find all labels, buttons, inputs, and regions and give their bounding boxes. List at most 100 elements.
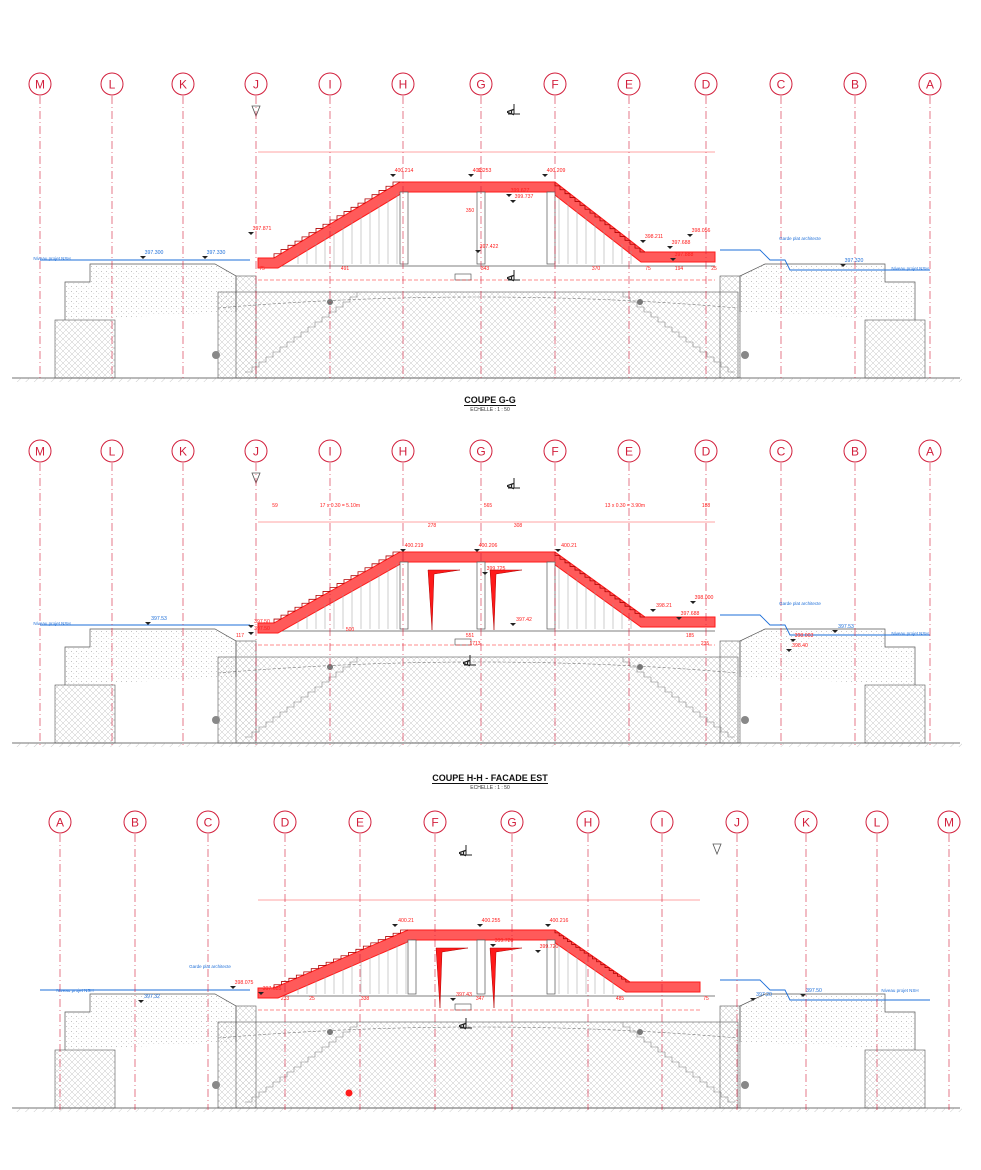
axis-label-c: C xyxy=(204,816,213,830)
axis-bubble-f xyxy=(423,810,447,834)
axis-label-a: A xyxy=(926,445,934,459)
dimension-label: 75 xyxy=(703,996,709,1002)
level-marker xyxy=(140,256,146,259)
axis-label-i: I xyxy=(328,445,331,459)
level-label: 397.42 xyxy=(516,617,532,623)
level-marker xyxy=(506,194,512,197)
dimension-label: 1713 xyxy=(469,641,480,647)
cut-arrow-bottom xyxy=(508,270,520,281)
axis-label-d: D xyxy=(702,78,711,92)
right-terrace xyxy=(739,628,916,685)
axis-label-e: E xyxy=(625,445,633,459)
level-label: 399.627 xyxy=(511,188,530,194)
level-marker xyxy=(687,234,693,237)
dimension-label: 565 xyxy=(484,503,493,509)
axis-bubble-h xyxy=(391,72,415,96)
level-marker xyxy=(390,174,396,177)
axis-label-m: M xyxy=(35,445,45,459)
level-marker xyxy=(482,572,488,575)
axis-label-a: A xyxy=(56,816,64,830)
level-marker xyxy=(555,549,561,552)
note-label: Garde plat architecte xyxy=(779,601,821,606)
axis-bubble-c xyxy=(769,72,793,96)
axis-bubble-a xyxy=(48,810,72,834)
axis-label-j: J xyxy=(253,445,259,459)
axis-bubble-k xyxy=(171,72,195,96)
axis-label-h: H xyxy=(399,445,408,459)
slab-curve xyxy=(217,661,739,674)
foundation-slab xyxy=(217,656,739,744)
note-label: Niveau projet NSH xyxy=(33,256,70,261)
column-left xyxy=(407,939,417,995)
axis-label-d: D xyxy=(281,816,290,830)
axis-label-e: E xyxy=(356,816,364,830)
axis-label-c: C xyxy=(777,78,786,92)
axis-bubble-g xyxy=(469,72,493,96)
floor-vent xyxy=(454,1003,472,1011)
section-coupe-f-f xyxy=(12,104,962,382)
axis-bubble-e xyxy=(348,810,372,834)
dimension-label: 13 x 0.30 = 3.90m xyxy=(605,503,645,509)
slope-structure xyxy=(297,193,632,264)
axis-label-f: F xyxy=(431,816,438,830)
roof-steps xyxy=(273,929,630,988)
level-label: 397.330 xyxy=(207,250,226,256)
water-level-right xyxy=(720,249,930,271)
right-terrace xyxy=(739,263,916,320)
level-label: 397.53 xyxy=(838,624,854,630)
level-label: 397.688 xyxy=(672,240,691,246)
axis-bubble-d xyxy=(273,810,297,834)
axis-bubble-h xyxy=(576,810,600,834)
dimension-label: 25 xyxy=(711,266,717,272)
left-footing xyxy=(235,1005,257,1109)
level-marker xyxy=(248,625,254,628)
axis-label-g: G xyxy=(476,78,485,92)
section-title-h-h: COUPE H-H - FACADE EST xyxy=(432,773,548,784)
axis-bubble-e xyxy=(617,72,641,96)
red-bracket-1 xyxy=(489,569,523,631)
level-label: 397.53 xyxy=(151,616,167,622)
level-label: 397.422 xyxy=(480,244,499,250)
level-marker xyxy=(690,601,696,604)
level-label: 399.720 xyxy=(540,944,559,950)
axis-bubble-l xyxy=(865,810,889,834)
cut-arrow-top xyxy=(460,845,472,856)
axis-label-f: F xyxy=(551,78,558,92)
axis-label-d: D xyxy=(702,445,711,459)
dimension-label: 33 xyxy=(477,168,483,174)
axis-label-c: C xyxy=(777,445,786,459)
axis-label-f: F xyxy=(551,445,558,459)
section-coupe-g-g xyxy=(12,472,962,747)
roof-cut-slab xyxy=(257,551,716,634)
level-label: 397.50 xyxy=(254,619,270,625)
axis-bubble-c xyxy=(769,439,793,463)
axis-bubble-k xyxy=(171,439,195,463)
note-label: Garde plat architecte xyxy=(189,964,231,969)
view-marker xyxy=(251,472,261,485)
cut-arrow-top xyxy=(508,104,520,115)
left-footing xyxy=(235,640,257,744)
left-footing xyxy=(235,275,257,379)
dimension-label: 235 xyxy=(701,641,710,647)
left-stairs xyxy=(245,292,358,373)
axis-bubble-g xyxy=(469,439,493,463)
axis-label-b: B xyxy=(851,445,859,459)
level-label: 397.32 xyxy=(144,994,160,1000)
dimension-label: 25 xyxy=(309,996,315,1002)
note-label: Garde plat architecte xyxy=(779,236,821,241)
level-label: 397.888 xyxy=(675,252,694,258)
right-wall-base xyxy=(864,319,926,379)
floor-vent xyxy=(454,273,472,281)
axis-bubble-l xyxy=(100,72,124,96)
red-bracket-0 xyxy=(427,569,461,631)
section-title-g-g: COUPE G-G xyxy=(464,395,516,406)
note-label: Niveau projet NSH xyxy=(881,988,918,993)
axis-label-b: B xyxy=(131,816,139,830)
hinge-right xyxy=(741,1081,749,1089)
dimension-label: 551 xyxy=(466,633,475,639)
axis-label-m: M xyxy=(944,816,954,830)
level-marker xyxy=(400,549,406,552)
level-label: 397.50 xyxy=(254,626,270,632)
level-marker xyxy=(248,632,254,635)
